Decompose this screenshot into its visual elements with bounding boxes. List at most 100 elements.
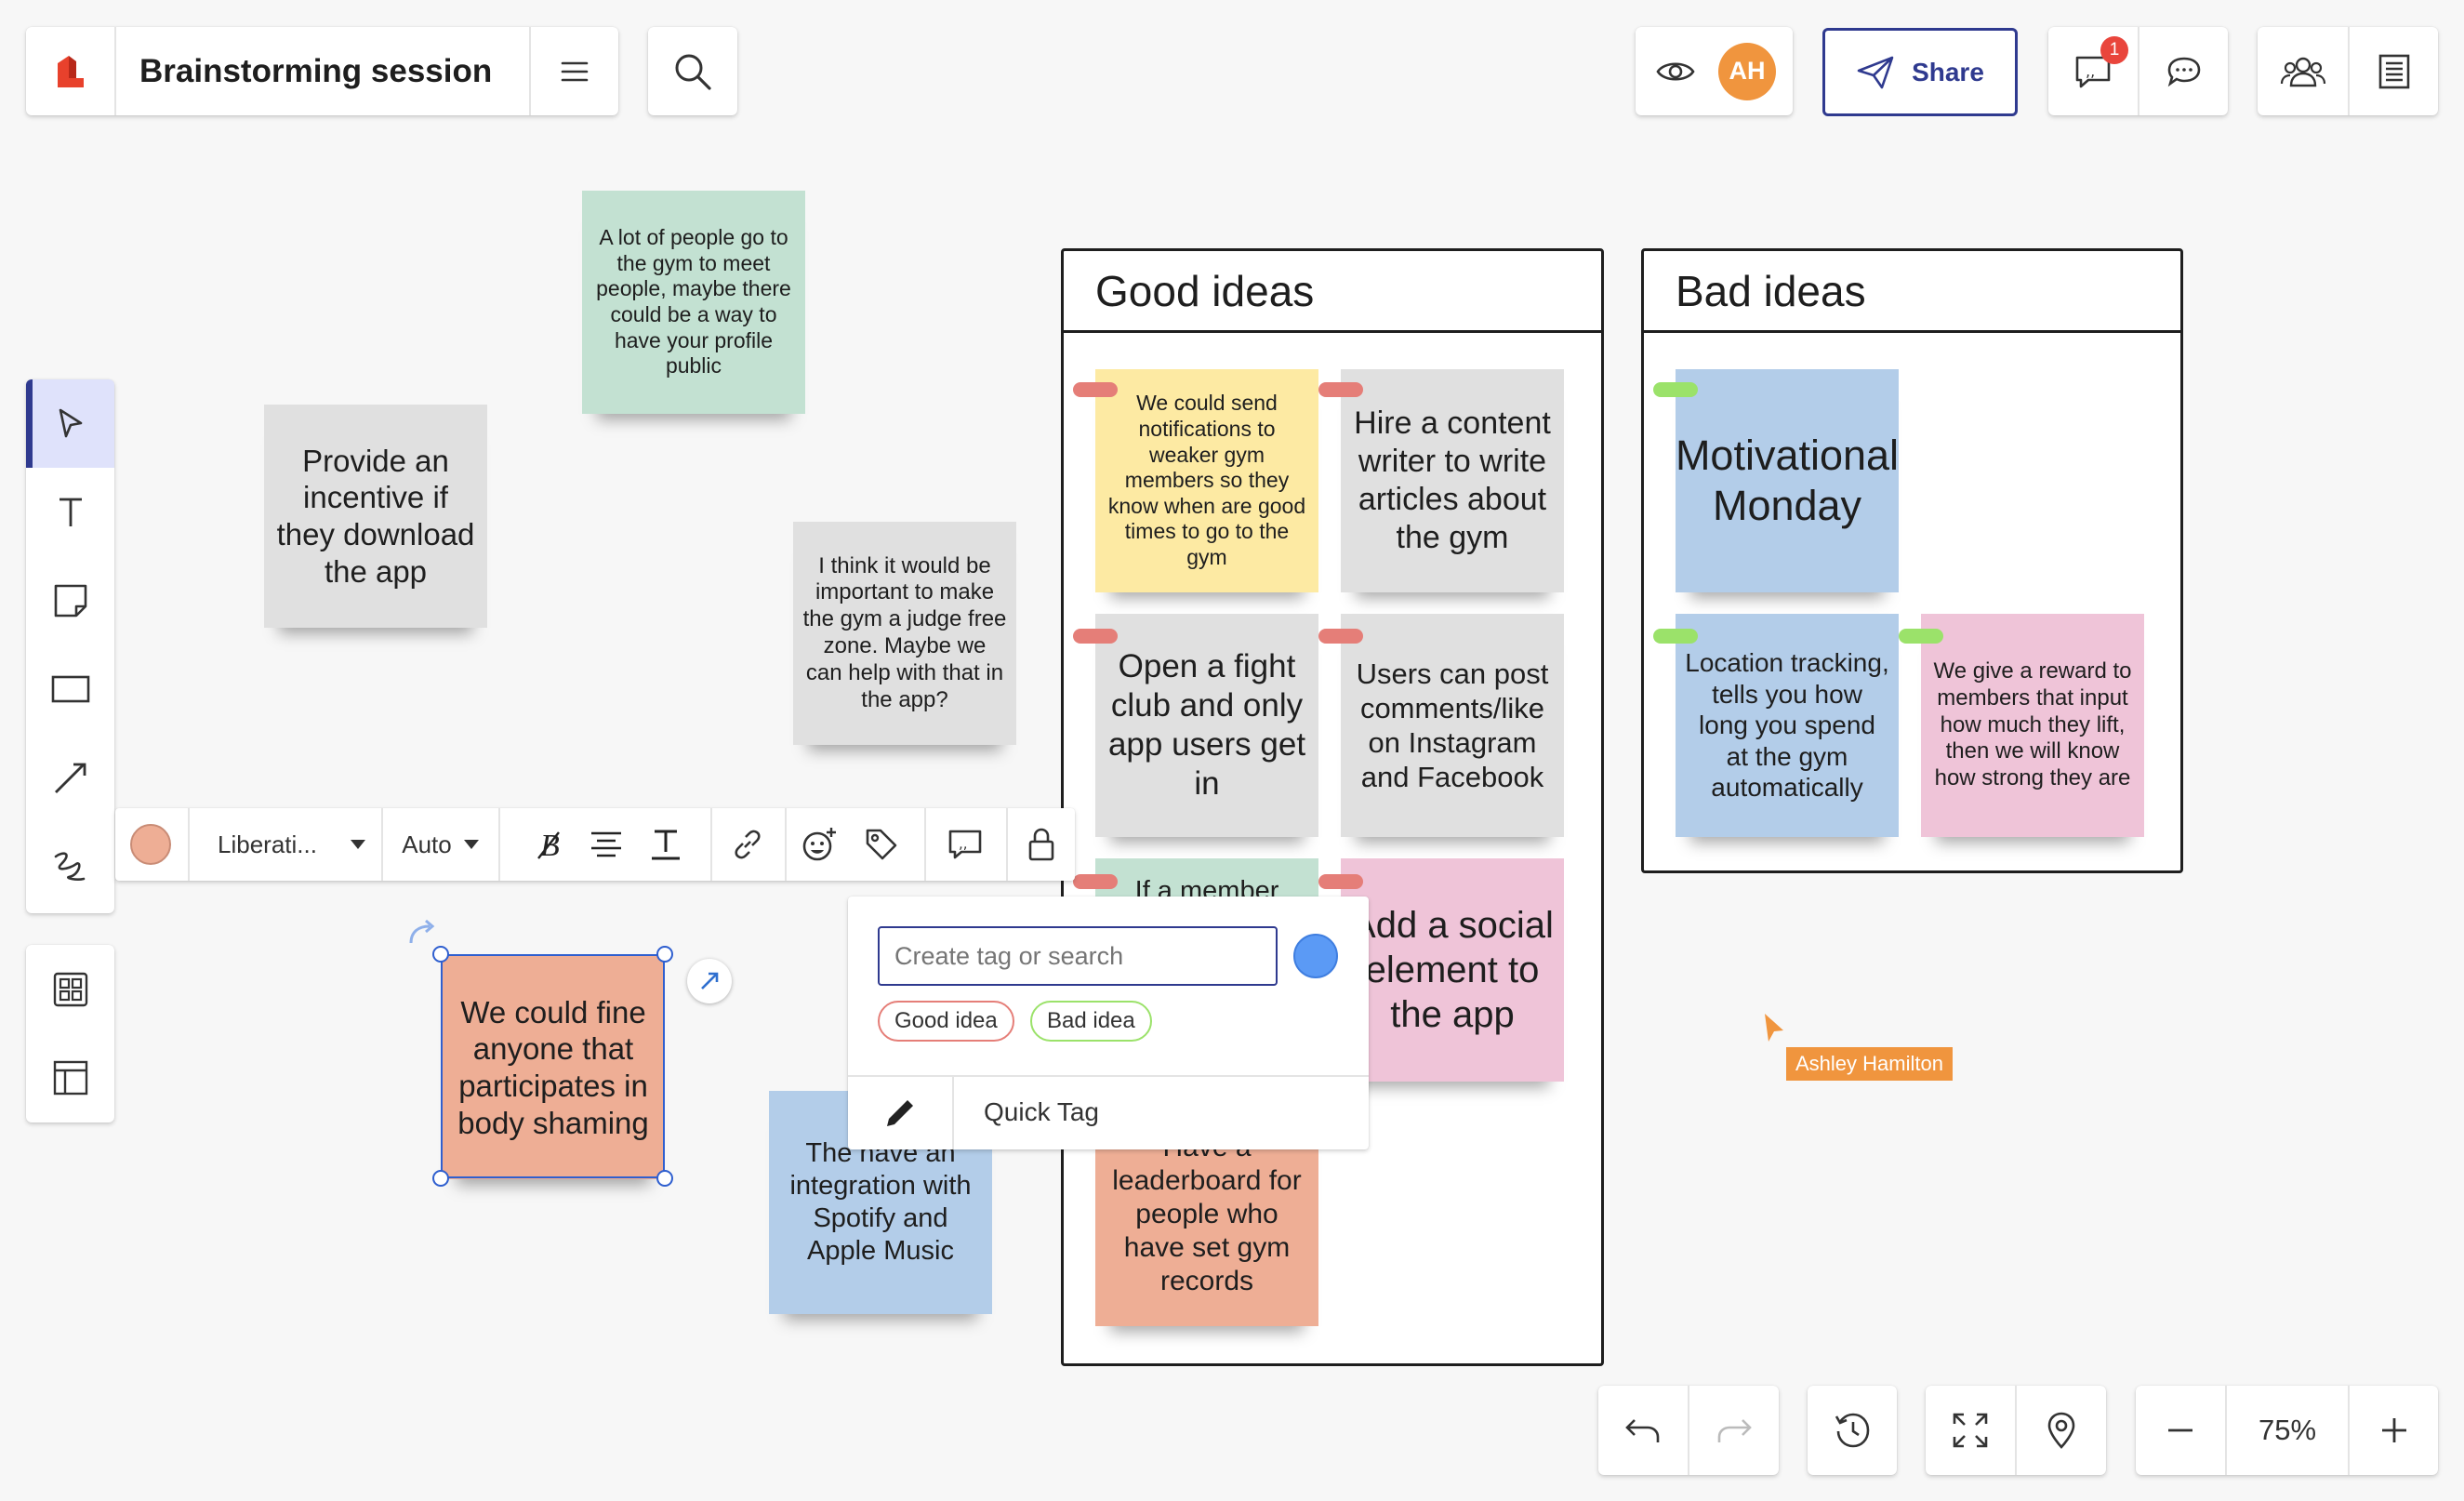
quick-tag-row[interactable]: Quick Tag xyxy=(848,1077,1369,1149)
fill-color-button[interactable] xyxy=(115,808,186,881)
lock-button[interactable] xyxy=(1008,808,1075,881)
text-options-button[interactable] xyxy=(636,808,695,881)
lucid-logo[interactable] xyxy=(26,27,114,115)
resize-handle[interactable] xyxy=(656,1170,673,1187)
menu-icon xyxy=(561,61,589,81)
add-reaction-button[interactable] xyxy=(787,808,852,881)
font-size-value: Auto xyxy=(402,830,452,858)
document-icon xyxy=(2378,54,2409,88)
resize-handle[interactable] xyxy=(432,946,449,963)
tag-marker-good-idea[interactable] xyxy=(1073,382,1118,397)
sticky-note[interactable]: A lot of people go to the gym to meet pe… xyxy=(582,191,805,414)
menu-button[interactable] xyxy=(531,27,618,115)
line-tool[interactable] xyxy=(26,733,114,821)
edit-tags-button[interactable] xyxy=(848,1077,952,1149)
freehand-pen-icon xyxy=(54,851,85,881)
text-align-button[interactable] xyxy=(576,808,636,881)
comment-quote-icon: ,, xyxy=(948,830,982,859)
share-button[interactable]: Share xyxy=(1822,28,2018,116)
sticky-note[interactable]: Hire a content writer to write articles … xyxy=(1341,369,1564,592)
notification-badge: 1 xyxy=(2100,36,2128,64)
note-text: I think it would be important to make th… xyxy=(802,552,1007,712)
select-tool[interactable] xyxy=(26,379,114,468)
sticky-note[interactable]: We give a reward to members that input h… xyxy=(1921,614,2144,837)
sticky-note[interactable]: I think it would be important to make th… xyxy=(793,522,1016,745)
bold-button[interactable]: B xyxy=(521,808,576,881)
bold-icon: B xyxy=(537,829,560,861)
view-mode-button[interactable] xyxy=(1636,27,1715,115)
quick-tag-label: Quick Tag xyxy=(984,1097,1099,1126)
tag-chip-bad-idea[interactable]: Bad idea xyxy=(1030,1001,1152,1042)
collaborator-cursor-label: Ashley Hamilton xyxy=(1786,1047,1953,1081)
tag-search-input[interactable] xyxy=(878,926,1278,986)
sticky-note[interactable]: Users can post comments/like on Instagra… xyxy=(1341,614,1564,837)
note-text: Motivational Monday xyxy=(1675,432,1900,529)
tag-marker-good-idea[interactable] xyxy=(1073,874,1118,889)
redo-button[interactable] xyxy=(1689,1386,1779,1475)
comments-panel-button[interactable]: ,, 1 xyxy=(2048,27,2138,115)
tag-marker-good-idea[interactable] xyxy=(1318,382,1363,397)
sticky-note-tool[interactable] xyxy=(26,556,114,644)
tag-marker-good-idea[interactable] xyxy=(1073,629,1118,644)
revision-history-button[interactable] xyxy=(1808,1386,1897,1475)
align-center-icon xyxy=(591,831,621,857)
add-comment-button[interactable]: ,, xyxy=(926,808,1004,881)
sticky-note[interactable]: Open a fight club and only app users get… xyxy=(1095,614,1318,837)
sticky-note[interactable]: Add a social element to the app xyxy=(1341,858,1564,1082)
link-button[interactable] xyxy=(712,808,783,881)
undo-button[interactable] xyxy=(1598,1386,1688,1475)
frame-layout-button[interactable] xyxy=(26,1033,114,1122)
tag-marker-good-idea[interactable] xyxy=(1318,874,1363,889)
tag-chip-label: Bad idea xyxy=(1047,1008,1135,1033)
sticky-note[interactable]: We could send notifications to weaker gy… xyxy=(1095,369,1318,592)
tag-marker-bad-idea[interactable] xyxy=(1653,629,1698,644)
tag-popup: Good idea Bad idea Quick Tag xyxy=(848,897,1369,1149)
chat-button[interactable] xyxy=(2139,27,2228,115)
text-icon xyxy=(59,498,82,526)
freehand-tool[interactable] xyxy=(26,821,114,910)
notes-panel-button[interactable] xyxy=(2350,27,2438,115)
undo-icon xyxy=(1625,1419,1660,1442)
resize-handle[interactable] xyxy=(432,1170,449,1187)
grid-apps-icon xyxy=(53,972,87,1006)
library-palette xyxy=(26,945,114,1122)
lucid-logo-icon xyxy=(57,55,84,87)
resize-handle[interactable] xyxy=(656,946,673,963)
zoom-value: 75% xyxy=(2258,1414,2317,1446)
fit-to-screen-button[interactable] xyxy=(1926,1386,2015,1475)
locate-button[interactable] xyxy=(2017,1386,2106,1475)
tag-button[interactable] xyxy=(852,808,911,881)
font-family-select[interactable]: Liberati... xyxy=(190,808,497,881)
zoom-in-button[interactable] xyxy=(2350,1386,2438,1475)
note-text: Provide an incentive if they download th… xyxy=(276,443,475,589)
user-avatar[interactable]: AH xyxy=(1718,42,1776,100)
document-title[interactable]: Brainstorming session xyxy=(139,52,493,89)
note-text: Location tracking, tells you how long yo… xyxy=(1685,648,1889,803)
arrow-diagonal-icon xyxy=(701,972,719,990)
zoom-out-button[interactable] xyxy=(2136,1386,2225,1475)
tag-color-picker[interactable] xyxy=(1293,934,1338,978)
tag-marker-bad-idea[interactable] xyxy=(1653,382,1698,397)
sticky-note[interactable]: Provide an incentive if they download th… xyxy=(264,405,487,628)
note-text: Open a fight club and only app users get… xyxy=(1107,648,1306,802)
pointer-icon xyxy=(59,408,82,437)
rotate-handle[interactable] xyxy=(405,917,441,950)
zoom-level[interactable]: 75% xyxy=(2227,1386,2348,1475)
tag-marker-good-idea[interactable] xyxy=(1318,629,1363,644)
font-size-select[interactable]: Auto xyxy=(383,808,498,881)
collaborators-button[interactable] xyxy=(2258,27,2348,115)
layout-icon xyxy=(53,1060,87,1095)
pencil-icon xyxy=(887,1100,913,1126)
sticky-note[interactable]: Motivational Monday xyxy=(1676,369,1899,592)
search-button[interactable] xyxy=(648,27,737,115)
sticky-note[interactable]: Location tracking, tells you how long yo… xyxy=(1676,614,1899,837)
selected-sticky-note[interactable]: We could fine anyone that participates i… xyxy=(442,956,665,1179)
connector-handle[interactable] xyxy=(687,959,732,1003)
templates-button[interactable] xyxy=(26,945,114,1033)
notification-count: 1 xyxy=(2109,40,2120,60)
text-tool[interactable] xyxy=(26,468,114,556)
collab-bar xyxy=(2258,27,2438,115)
shape-tool[interactable] xyxy=(26,644,114,733)
tag-marker-bad-idea[interactable] xyxy=(1899,629,1943,644)
tag-chip-good-idea[interactable]: Good idea xyxy=(878,1001,1014,1042)
